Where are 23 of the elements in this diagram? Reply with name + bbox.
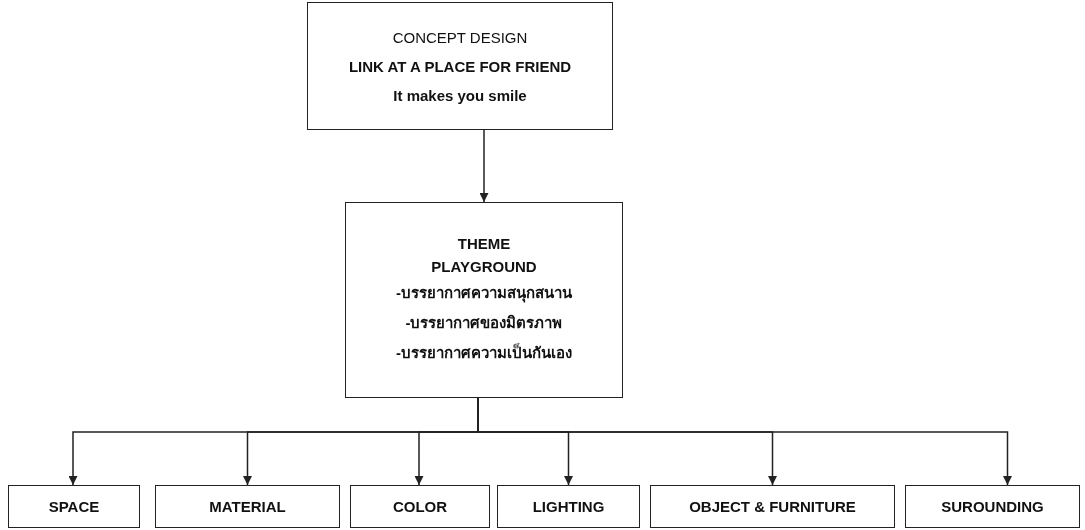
- bullet-item: -บรรยากาศความสนุกสนาน: [396, 283, 572, 305]
- connector-arrow: [479, 129, 489, 203]
- theme-box: [345, 202, 623, 398]
- category-box: [905, 485, 1080, 528]
- box-heading: CONCEPT DESIGN: [392, 28, 528, 46]
- category-box: [350, 485, 490, 528]
- box-label: OBJECT & FURNITURE: [689, 498, 856, 515]
- box-title: PLAYGROUND: [431, 258, 537, 275]
- box-subtitle: It makes you smile: [393, 86, 527, 104]
- bullet-item: -บรรยากาศของมิตรภาพ: [405, 313, 563, 333]
- category-box: [8, 485, 140, 528]
- box-title: LINK AT A PLACE FOR FRIEND: [348, 57, 572, 75]
- concept-box: [307, 2, 613, 130]
- box-label: SUROUNDING: [941, 498, 1044, 515]
- bullet-item: -บรรยากาศความเป็นกันเอง: [396, 342, 572, 363]
- box-label: COLOR: [392, 498, 448, 515]
- category-box: [650, 485, 895, 528]
- category-box: [155, 485, 340, 528]
- box-label: MATERIAL: [209, 498, 286, 515]
- box-label: SPACE: [48, 498, 100, 515]
- category-box: [497, 485, 640, 528]
- box-label: LIGHTING: [532, 498, 605, 515]
- box-heading: THEME: [457, 235, 511, 252]
